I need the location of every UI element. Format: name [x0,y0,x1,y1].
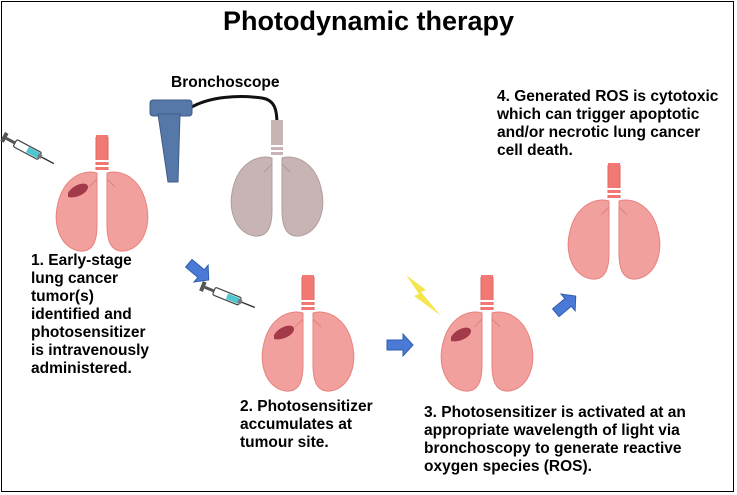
step-1-text: 1. Early-stage lung cancer tumor(s) iden… [31,252,150,377]
step-3-text: 3. Photosensitizer is activated at an ap… [424,404,686,475]
lungs-step2 [261,274,355,393]
arrow-1-to-2 [181,254,217,289]
bronchoscope-icon [149,95,279,183]
syringe-icon [0,131,57,169]
lungs-step4 [567,162,661,281]
arrow-2-to-3 [386,333,414,357]
arrow-3-to-4 [548,287,584,322]
bronchoscope-label: Bronchoscope [171,74,280,91]
lungs-bronchoscopy [230,119,324,238]
step-4-text: 4. Generated ROS is cytotoxic which can … [497,88,719,159]
lungs-step3 [440,274,534,393]
syringe-icon-2 [198,280,258,313]
tumor-3 [451,327,471,342]
light-bolt-icon [406,275,440,315]
step-2-text: 2. Photosensitizer accumulates at tumour… [240,398,373,451]
diagram-title: Photodynamic therapy [222,6,515,36]
tumor [68,183,88,198]
tumor-2 [274,325,294,340]
lungs-step1 [55,134,149,253]
